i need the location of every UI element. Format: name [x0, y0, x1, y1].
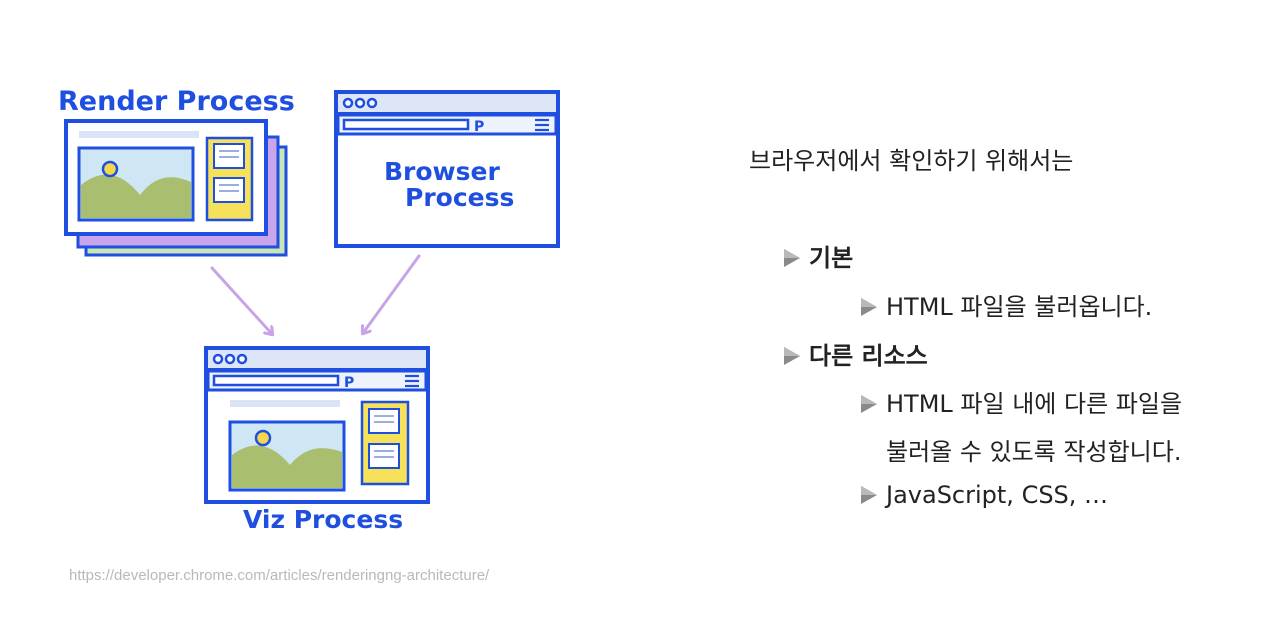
viz-search-icon: P: [344, 375, 354, 391]
triangle-bullet-icon: [784, 249, 800, 267]
render-sun-icon: [101, 160, 119, 178]
viz-hills: [232, 445, 342, 488]
item-basic-label: 기본: [809, 244, 854, 272]
browser-search-icon: P: [474, 119, 484, 135]
item-basic-sub-1-text: HTML 파일을 불러옵니다.: [886, 293, 1153, 321]
item-resources: 다른 리소스: [781, 336, 928, 371]
item-resources-sub-2-text: JavaScript, CSS, …: [886, 481, 1109, 509]
source-url: https://developer.chrome.com/articles/re…: [69, 567, 490, 584]
item-resources-label: 다른 리소스: [809, 342, 928, 370]
item-resources-sub-2: JavaScript, CSS, …: [858, 481, 1108, 509]
render-process-window: [64, 119, 288, 257]
item-resources-sub-1: HTML 파일 내에 다른 파일을: [858, 384, 1182, 419]
browser-process-window: P: [334, 90, 560, 248]
viz-process-window: P: [204, 346, 430, 504]
intro-text: 브라우저에서 확인하기 위해서는: [749, 147, 1074, 175]
arrow-render-to-viz: [210, 266, 272, 334]
viz-dot-icon: [224, 353, 236, 365]
render-process-label: Render Process: [58, 86, 295, 117]
browser-dot-icon: [342, 97, 354, 109]
viz-content-line: [230, 400, 340, 407]
viz-menu-icon: [405, 374, 419, 388]
item-basic: 기본: [781, 238, 853, 273]
viz-url-bar: [212, 374, 340, 387]
triangle-bullet-icon: [784, 347, 800, 365]
triangle-bullet-icon: [861, 395, 877, 413]
viz-dot-icon: [212, 353, 224, 365]
browser-url-bar: [342, 118, 470, 131]
render-address-bar: [79, 131, 199, 138]
item-resources-sub-1-text: HTML 파일 내에 다른 파일을: [886, 390, 1183, 418]
browser-menu-icon: [535, 118, 549, 132]
item-basic-sub-1: HTML 파일을 불러옵니다.: [858, 287, 1152, 322]
triangle-bullet-icon: [861, 298, 877, 316]
arrow-browser-to-viz: [363, 254, 421, 333]
viz-sun-icon: [254, 429, 272, 447]
browser-process-label-line2: Process: [405, 183, 514, 212]
viz-process-label: Viz Process: [243, 505, 403, 534]
triangle-bullet-icon: [861, 486, 877, 504]
render-hills: [81, 174, 191, 218]
browser-dot-icon: [366, 97, 378, 109]
item-resources-sub-1-continued: 불러올 수 있도록 작성합니다.: [886, 438, 1182, 466]
viz-dot-icon: [236, 353, 248, 365]
browser-dot-icon: [354, 97, 366, 109]
browser-process-label-line1: Browser: [384, 157, 500, 186]
